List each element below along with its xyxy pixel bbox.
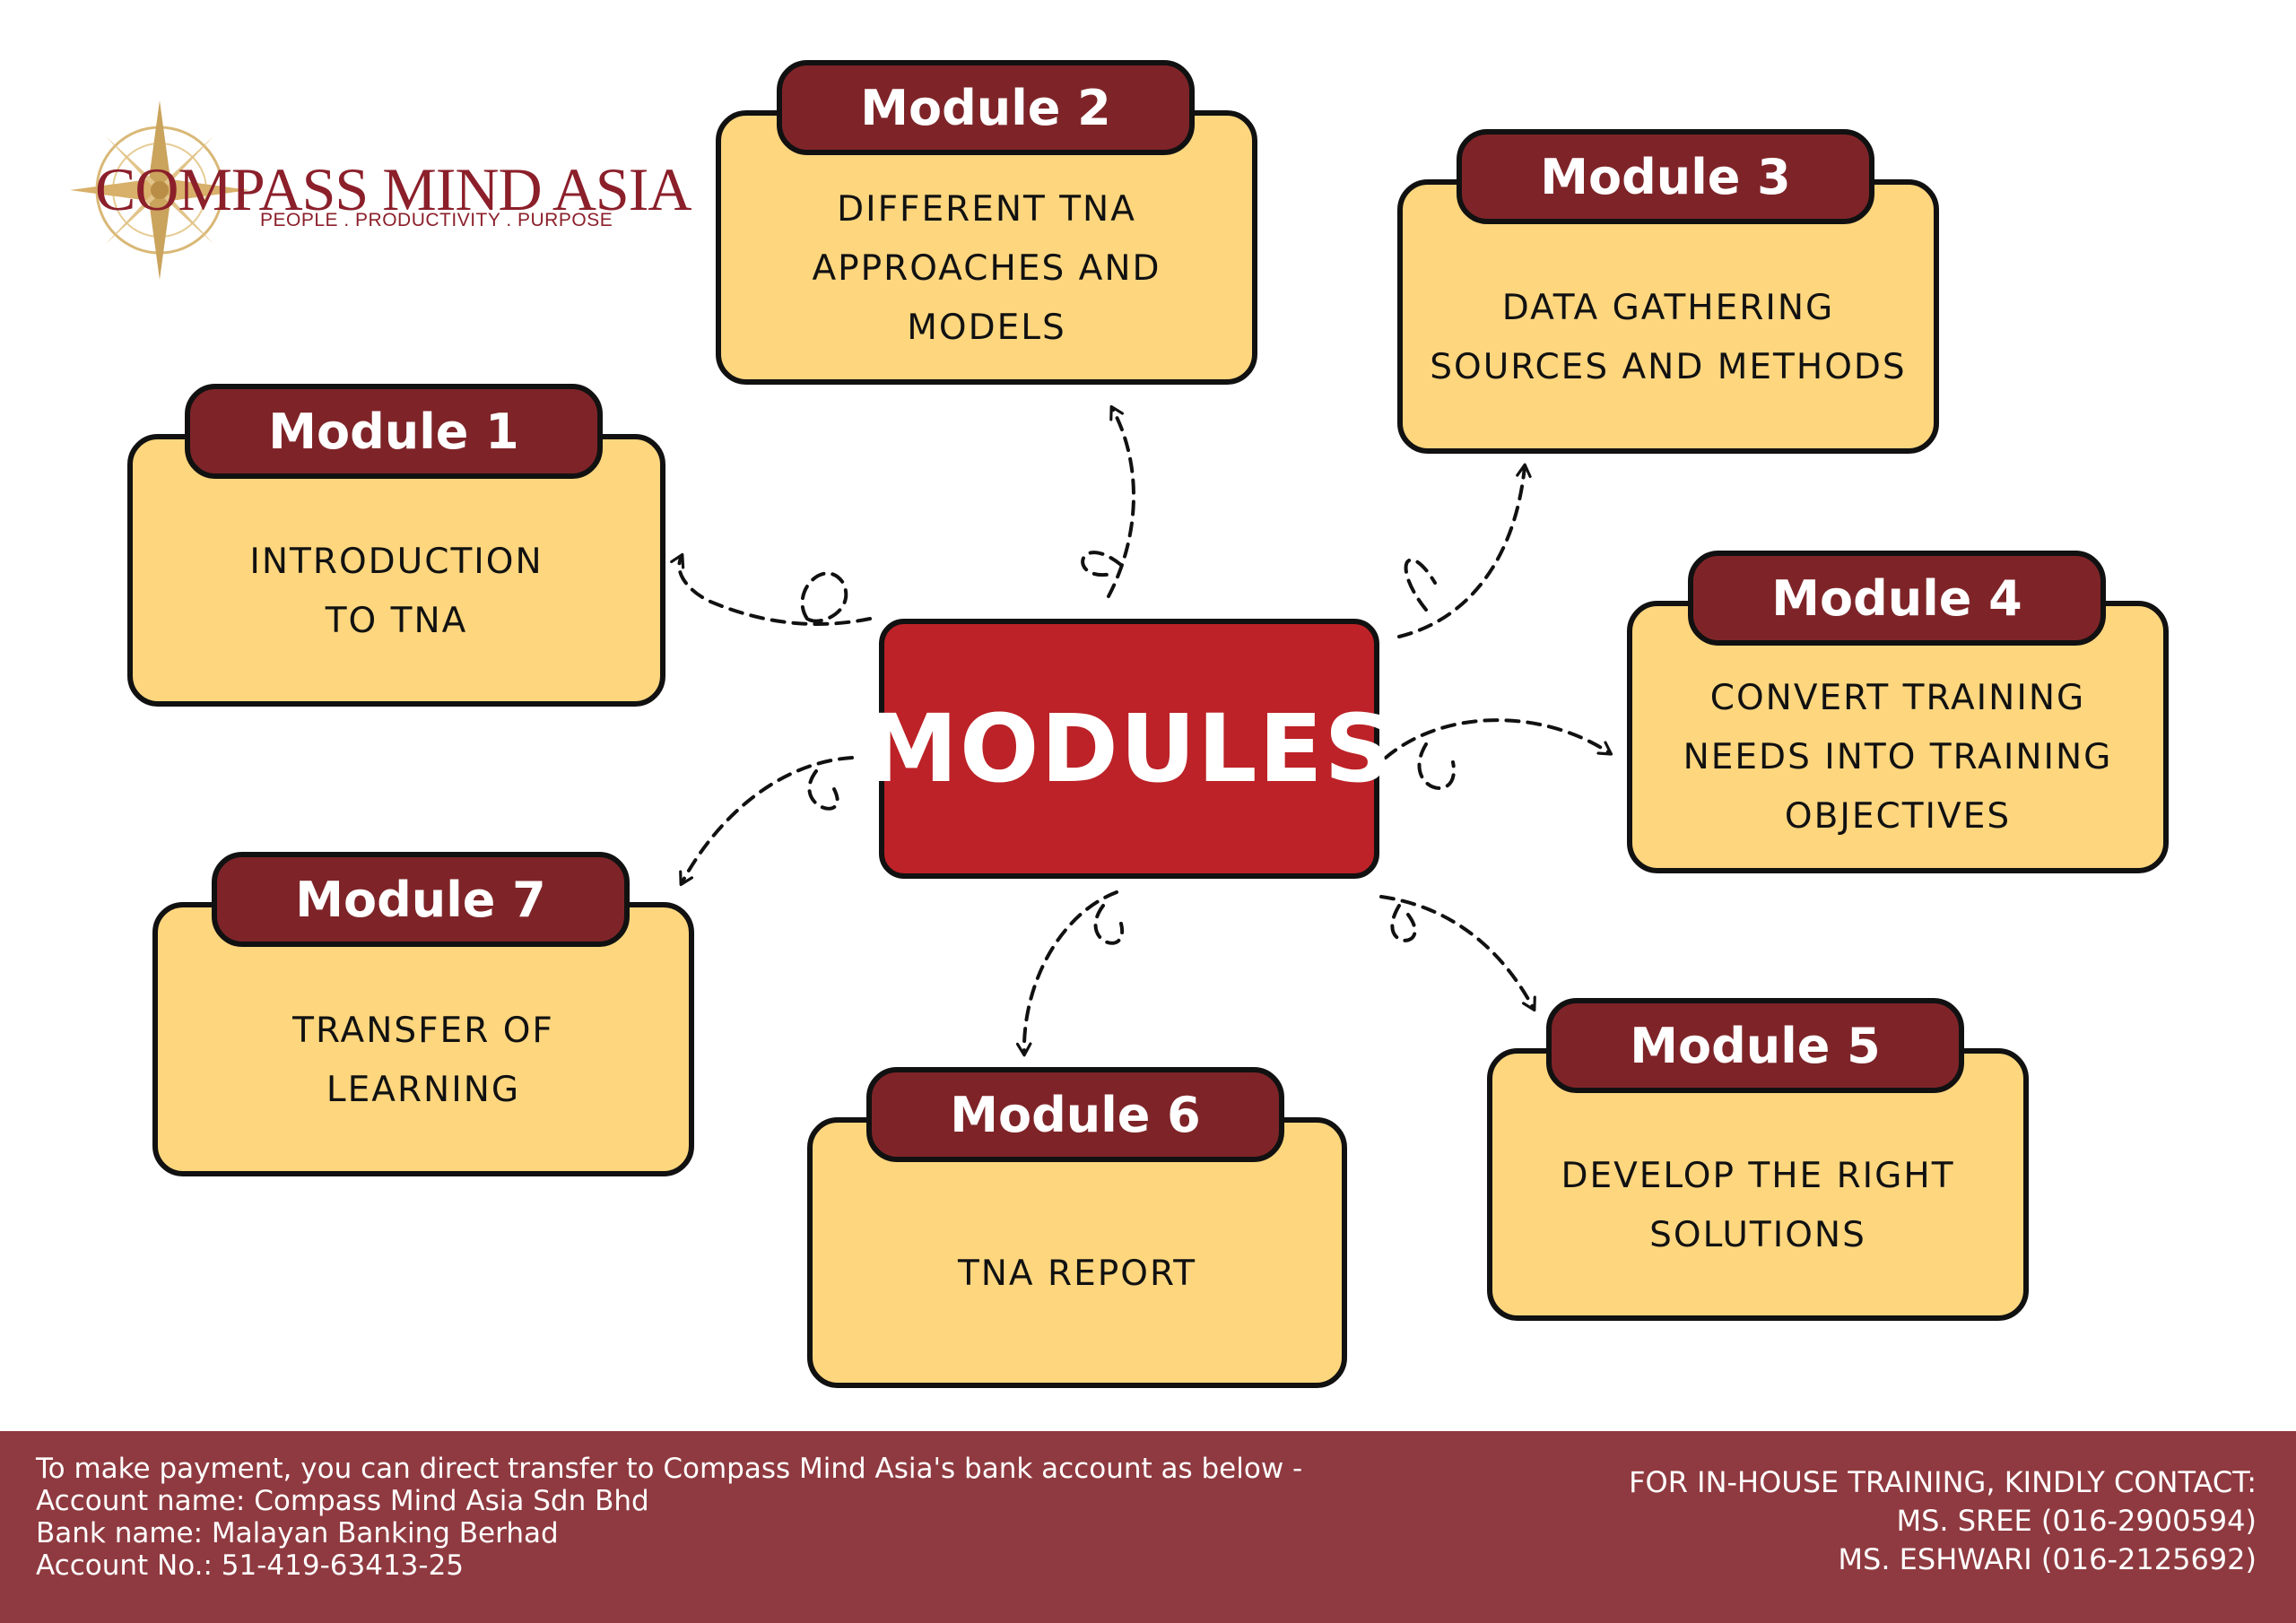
module-7-title: Module 7 [295, 871, 546, 928]
module-7-tab: Module 7 [212, 852, 630, 947]
compass-mind-asia-logo: COMPASS MIND ASIA PEOPLE . PRODUCTIVITY … [70, 100, 691, 280]
footer-bar: To make payment, you can direct transfer… [0, 1431, 2296, 1623]
payment-line: Account name: Compass Mind Asia Sdn Bhd [36, 1485, 649, 1517]
payment-line: Bank name: Malayan Banking Berhad [36, 1517, 559, 1549]
module-6-title: Module 6 [950, 1086, 1201, 1143]
arrow-to-module-3 [1397, 463, 1532, 638]
module-1-body: INTRODUCTION TO TNA [127, 434, 665, 707]
loop-module-6 [1093, 904, 1125, 945]
module-1-tab: Module 1 [185, 384, 603, 479]
payment-info: To make payment, you can direct transfer… [36, 1453, 1302, 1582]
module-6-body: TNA REPORT [807, 1117, 1347, 1388]
contact-line: MS. SREE (016-2900594) [1896, 1504, 2257, 1538]
module-3-tab: Module 3 [1457, 129, 1874, 224]
module-4-tab: Module 4 [1688, 551, 2106, 646]
module-7-card: TRANSFER OF LEARNING Module 7 [152, 852, 694, 1176]
loop-module-5 [1390, 904, 1417, 942]
loop-module-7 [807, 769, 839, 811]
contact-info: FOR IN-HOUSE TRAINING, KINDLY CONTACT: M… [1629, 1463, 2257, 1579]
arrow-to-module-5 [1379, 895, 1536, 1012]
module-3-body: DATA GATHERING SOURCES AND METHODS [1397, 179, 1939, 454]
module-1-card: INTRODUCTION TO TNA Module 1 [127, 384, 665, 707]
contact-line: MS. ESHWARI (016-2125692) [1838, 1542, 2257, 1576]
module-5-title: Module 5 [1630, 1017, 1881, 1074]
arrow-to-module-2 [1107, 404, 1135, 598]
center-title: MODULES [865, 694, 1394, 803]
arrow-to-module-7 [679, 756, 854, 887]
module-4-body: CONVERT TRAINING NEEDS INTO TRAINING OBJ… [1627, 601, 2169, 873]
module-5-body: DEVELOP THE RIGHT SOLUTIONS [1487, 1048, 2029, 1321]
payment-line: To make payment, you can direct transfer… [36, 1453, 1303, 1485]
arrow-to-module-4 [1384, 718, 1613, 759]
loop-module-4 [1417, 742, 1456, 790]
module-4-title: Module 4 [1771, 569, 2022, 627]
module-2-card: DIFFERENT TNA APPROACHES AND MODELS Modu… [716, 60, 1257, 385]
arrow-to-module-6 [1015, 890, 1118, 1057]
module-3-description: DATA GATHERING SOURCES AND METHODS [1430, 288, 1907, 387]
module-1-description: INTRODUCTION TO TNA [249, 542, 544, 641]
module-5-description: DEVELOP THE RIGHT SOLUTIONS [1561, 1156, 1955, 1255]
contact-line: FOR IN-HOUSE TRAINING, KINDLY CONTACT: [1629, 1465, 2257, 1499]
center-modules-box: MODULES [865, 619, 1391, 879]
loop-module-3 [1404, 558, 1437, 612]
loop-module-1 [800, 571, 848, 623]
module-3-card: DATA GATHERING SOURCES AND METHODS Modul… [1397, 129, 1939, 454]
module-5-card: DEVELOP THE RIGHT SOLUTIONS Module 5 [1487, 998, 2029, 1321]
arrow-to-module-1 [670, 552, 872, 626]
module-4-description: CONVERT TRAINING NEEDS INTO TRAINING OBJ… [1683, 678, 2113, 837]
logo-tagline: PEOPLE . PRODUCTIVITY . PURPOSE [260, 210, 613, 230]
module-6-description: TNA REPORT [957, 1254, 1197, 1294]
compass-rose-icon [70, 100, 249, 280]
module-7-body: TRANSFER OF LEARNING [152, 902, 694, 1176]
module-2-title: Module 2 [860, 79, 1111, 136]
module-5-tab: Module 5 [1546, 998, 1964, 1093]
module-2-tab: Module 2 [777, 60, 1195, 155]
module-4-card: CONVERT TRAINING NEEDS INTO TRAINING OBJ… [1627, 551, 2169, 873]
module-6-tab: Module 6 [866, 1067, 1284, 1162]
module-2-body: DIFFERENT TNA APPROACHES AND MODELS [716, 110, 1257, 385]
module-3-title: Module 3 [1540, 148, 1791, 205]
loop-module-2 [1081, 551, 1123, 577]
payment-line: Account No.: 51-419-63413-25 [36, 1549, 465, 1582]
module-2-description: DIFFERENT TNA APPROACHES AND MODELS [812, 189, 1161, 348]
module-6-card: TNA REPORT Module 6 [807, 1067, 1347, 1388]
module-1-title: Module 1 [268, 403, 519, 460]
connector-arrows [670, 404, 1613, 1057]
module-7-description: TRANSFER OF LEARNING [292, 1011, 554, 1110]
logo-wordmark: COMPASS MIND ASIA [95, 155, 691, 223]
